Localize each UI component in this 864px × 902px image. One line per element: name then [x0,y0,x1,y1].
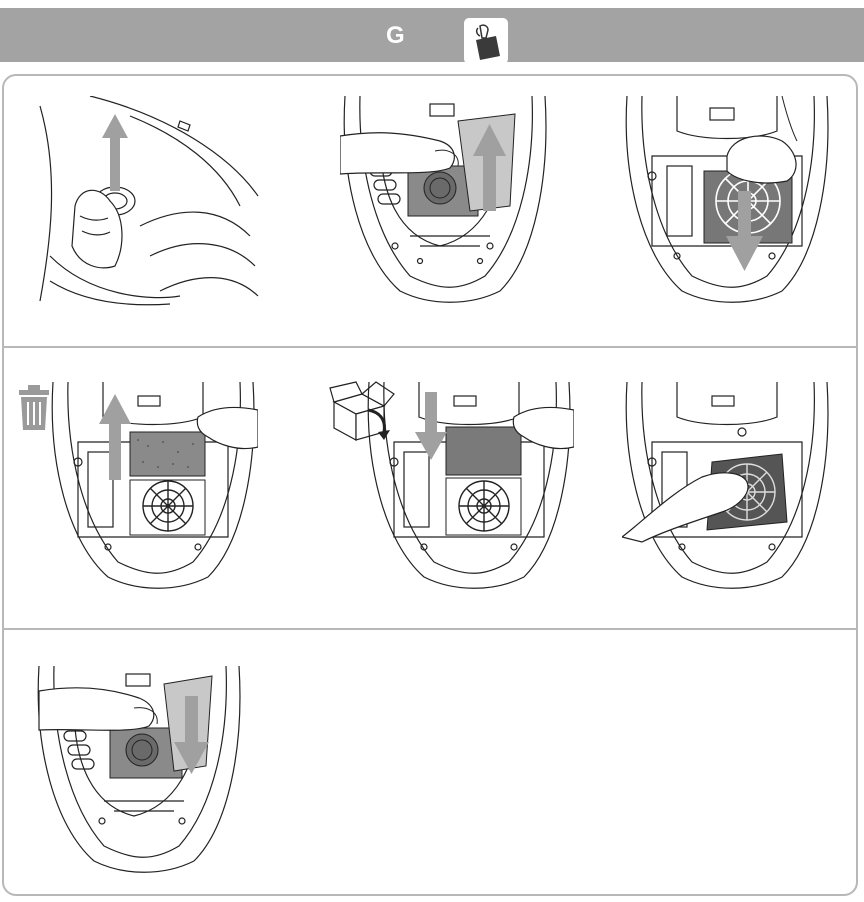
step-5-open-box-icon [328,380,398,442]
arrow-down-icon [415,392,447,460]
arrow-up-icon [102,114,128,191]
instructions-frame [2,74,858,896]
arrow-up-icon [473,124,506,211]
dustbag-hand-icon [464,18,508,64]
section-letter: G [386,22,405,49]
step-6-push-filter-holder-illustration [622,382,832,597]
step-5-insert-new-filter-illustration [364,382,574,597]
row-divider [2,628,858,630]
step-4-trash-bin-icon [16,384,52,432]
arrow-down-icon [726,191,763,271]
step-7-insert-dustbag-illustration [34,666,244,886]
row-divider [2,346,858,348]
step-3-press-filter-illustration [622,96,832,306]
step-2-remove-dustbag-illustration [340,96,550,306]
step-4-remove-filter-illustration [48,382,258,597]
section-header: G [0,8,864,64]
arrow-down-icon [174,696,209,774]
arrow-up-icon [99,394,131,480]
step-1-lift-lid-illustration [30,96,260,306]
